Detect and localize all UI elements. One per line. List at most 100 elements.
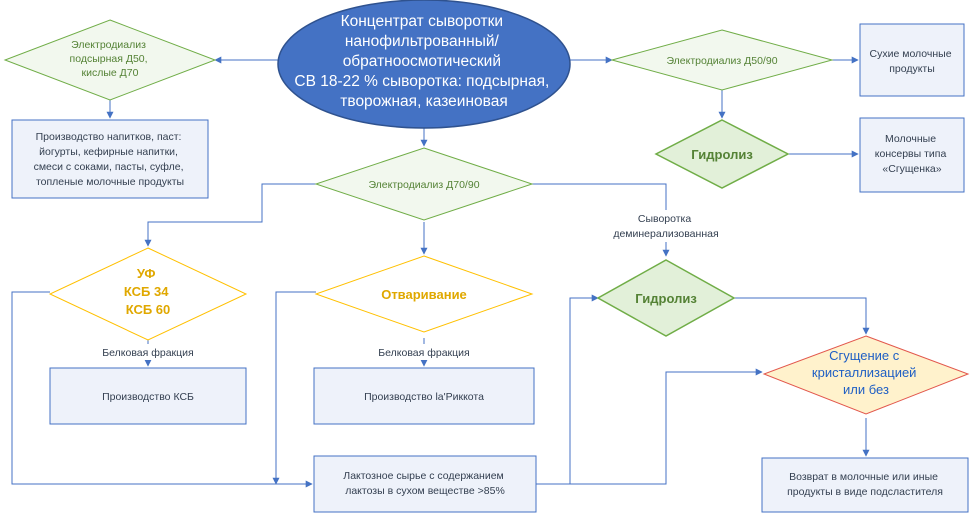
boil-node: Отваривание: [314, 255, 534, 333]
source-line-5: творожная, казеиновая: [340, 93, 507, 110]
svg-text:Концентрат сыворотки нан: Концентрат сыворотки нанофильтрованный/ …: [294, 13, 553, 110]
hydro-top-node: Гидролиз: [654, 119, 790, 189]
protein-left-bg: [96, 344, 200, 360]
ksb-box: [49, 367, 247, 425]
svg-text:Производство напитков, паст:: Производство напитков, паст: йогурты, ке…: [34, 131, 187, 188]
protein-left-text: Белковая фракция: [102, 347, 193, 359]
uf-line-3: КСБ 60: [126, 302, 171, 317]
concentr-line-3: или без: [843, 382, 889, 397]
svg-text:Лактозное сырье с содержанием: Лактозное сырье с содержанием лактозы в …: [343, 470, 506, 497]
concentr-line-1: Сгущение с: [829, 348, 900, 363]
hydro-top-diamond: [654, 119, 790, 189]
lactose-box: [313, 455, 537, 513]
source-line-4: СВ 18-22 % сыворотка: подсырная,: [294, 73, 549, 90]
svg-text:Белковая фракция: Белковая фракция: [378, 347, 469, 359]
hydro-mid-node: Гидролиз: [596, 259, 736, 337]
svg-text:Гидролиз: Гидролиз: [635, 291, 697, 306]
uf-diamond: [48, 247, 248, 341]
uf-line-2: КСБ 34: [124, 284, 169, 299]
drinks-line-1: Производство напитков, паст:: [36, 131, 182, 143]
concentr-node: Сгущение с кристаллизацией или без: [762, 335, 970, 415]
svg-text:Электродиализ Д70/90: Электродиализ Д70/90: [368, 179, 479, 191]
whey-demin-label: Сыворотка деминерализованная: [604, 210, 728, 242]
boil-line-1: Отваривание: [381, 287, 467, 302]
ed-left-node: Электродиализ подсырная Д50, кислые Д70: [3, 19, 217, 101]
svg-text:Белковая фракция: Белковая фракция: [102, 347, 193, 359]
concentr-line-2: кристаллизацией: [812, 365, 917, 380]
hydro-top-line-1: Гидролиз: [691, 147, 753, 162]
svg-text:Производство la'Риккота: Производство la'Риккота: [364, 391, 484, 403]
ed-right-diamond: [610, 29, 834, 91]
hydro-mid-line-1: Гидролиз: [635, 291, 697, 306]
source-node: Концентрат сыворотки нанофильтрованный/ …: [277, 0, 571, 129]
drinks-node: Производство напитков, паст: йогурты, ке…: [11, 119, 209, 199]
svg-text:Молочные консервы типа: Молочные консервы типа «Сгущенка»: [875, 133, 949, 175]
return-node: Возврат в молочные или иные продукты в в…: [761, 457, 969, 513]
svg-text:Сухие молочные продукты: Сухие молочные продукты: [870, 48, 955, 75]
dry-line-1: Сухие молочные: [870, 48, 952, 60]
svg-text:Гидролиз: Гидролиз: [691, 147, 753, 162]
edge-uf-lactose: [11, 291, 313, 488]
ed-left-diamond: [3, 19, 217, 101]
ksb-node: Производство КСБ: [49, 367, 247, 425]
svg-text:Сгущение с кристаллизаци: Сгущение с кристаллизацией или без: [812, 348, 920, 397]
uf-node: УФ КСБ 34 КСБ 60: [48, 247, 248, 341]
ed-center-diamond: [314, 147, 534, 221]
source-ellipse: [277, 0, 571, 129]
whey-demin-line-2: деминерализованная: [613, 228, 718, 240]
dry-box: [859, 23, 965, 97]
whey-demin-line-1: Сыворотка: [638, 213, 692, 225]
ed-right-line-1: Электродиализ Д50/90: [666, 55, 777, 67]
source-line-3: обратноосмотический: [343, 53, 501, 70]
ksb-line-1: Производство КСБ: [102, 391, 194, 403]
protein-center-bg: [372, 344, 476, 360]
lactose-line-2: лактозы в сухом веществе >85%: [345, 485, 505, 497]
ed-right-node: Электродиализ Д50/90: [610, 29, 834, 91]
condensed-line-2: консервы типа: [875, 148, 947, 160]
svg-text:Сыворотка деминерализова: Сыворотка деминерализованная: [613, 213, 718, 240]
concentr-diamond: [762, 335, 970, 415]
svg-text:Электродиализ Д50/90: Электродиализ Д50/90: [666, 55, 777, 67]
hydro-mid-diamond: [596, 259, 736, 337]
protein-center-text: Белковая фракция: [378, 347, 469, 359]
ricotta-line-1: Производство la'Риккота: [364, 391, 484, 403]
ricotta-node: Производство la'Риккота: [313, 367, 535, 425]
condensed-box: [859, 117, 965, 193]
protein-left-label: Белковая фракция: [96, 344, 200, 360]
source-line-1: Концентрат сыворотки: [341, 13, 504, 30]
edge-ed-center-uf: [144, 183, 316, 247]
svg-text:Производство КСБ: Производство КСБ: [102, 391, 194, 403]
source-line-2: нанофильтрованный/: [345, 33, 500, 50]
protein-center-label: Белковая фракция: [372, 344, 476, 360]
boil-diamond: [314, 255, 534, 333]
edge-lactose-concentr: [536, 368, 763, 485]
condensed-line-3: «Сгущенка»: [882, 163, 941, 175]
svg-text:Отваривание: Отваривание: [381, 287, 467, 302]
ed-center-line-1: Электродиализ Д70/90: [368, 179, 479, 191]
svg-text:УФ КСБ 34 КСБ 60: УФ КСБ 34 КСБ 60: [124, 266, 172, 317]
ed-center-node: Электродиализ Д70/90: [314, 147, 534, 221]
return-box: [761, 457, 969, 513]
edge-boil-lactose: [272, 291, 316, 485]
uf-line-1: УФ: [137, 266, 156, 281]
edge-hydro-mid-concentr: [734, 297, 870, 335]
drinks-line-2: йогурты, кефирные напитки,: [39, 146, 178, 158]
condensed-line-1: Молочные: [885, 133, 936, 145]
return-line-2: продукты в виде подсластителя: [787, 486, 943, 498]
ed-left-line-1: Электродиализ: [71, 39, 146, 51]
lactose-line-1: Лактозное сырье с содержанием: [343, 470, 503, 482]
dry-node: Сухие молочные продукты: [859, 23, 965, 97]
svg-text:Электродиализ подсырная: Электродиализ подсырная Д50, кислые Д70: [70, 39, 151, 79]
condensed-node: Молочные консервы типа «Сгущенка»: [859, 117, 965, 193]
ed-left-line-3: кислые Д70: [82, 67, 139, 79]
ricotta-box: [313, 367, 535, 425]
drinks-line-4: топленые молочные продукты: [36, 176, 184, 188]
whey-demin-bg: [604, 210, 728, 242]
dry-line-2: продукты: [889, 63, 935, 75]
lactose-node: Лактозное сырье с содержанием лактозы в …: [313, 455, 537, 513]
drinks-box: [11, 119, 209, 199]
ed-left-line-2: подсырная Д50,: [70, 53, 148, 65]
return-line-1: Возврат в молочные или иные: [789, 471, 938, 483]
drinks-line-3: смеси с соками, пасты, суфле,: [34, 161, 184, 173]
